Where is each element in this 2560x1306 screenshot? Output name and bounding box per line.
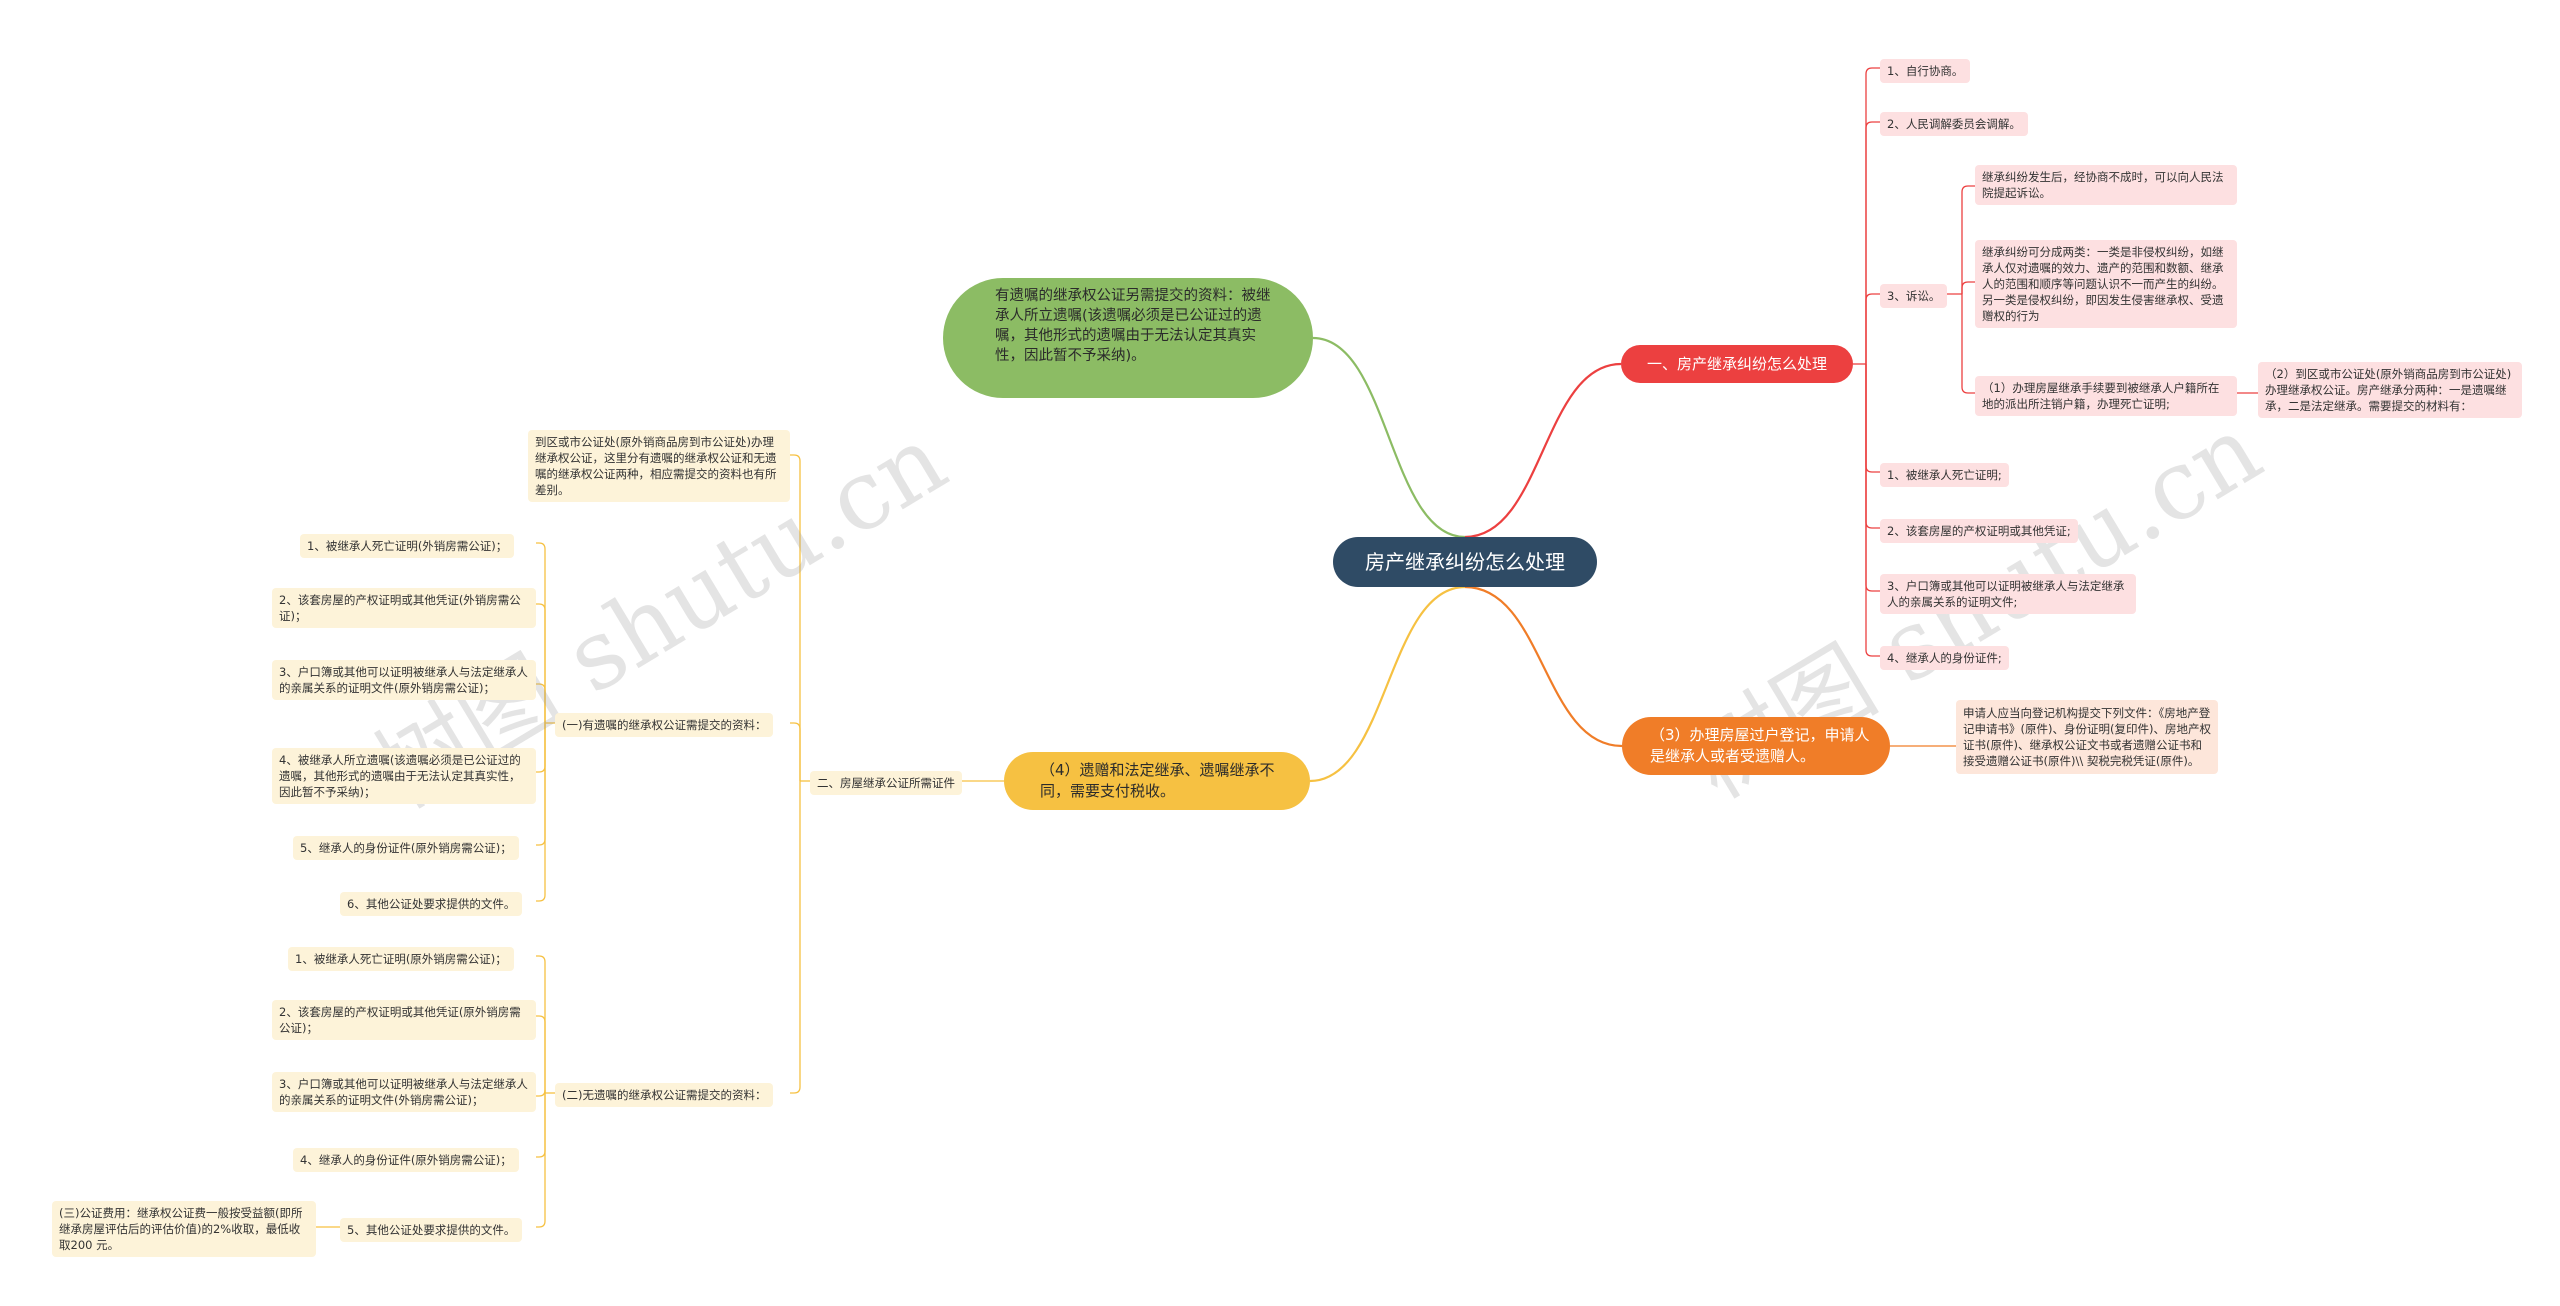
link-red-leaf-6 — [1865, 364, 1880, 657]
link-with-leaf-5 — [536, 723, 546, 902]
with-will-label[interactable]: (一)有遗嘱的继承权公证需提交的资料： — [555, 713, 774, 737]
leaf-property-certificate[interactable]: 2、该套房屋的产权证明或其他凭证; — [1880, 519, 2078, 543]
link-yellow-leaf-0 — [790, 454, 801, 781]
link-yellow-leaf-1 — [790, 722, 801, 781]
link-without-leaf-2 — [536, 1089, 546, 1097]
branch-will-notary-materials[interactable]: 有遗嘱的继承权公证另需提交的资料：被继承人所立遗嘱(该遗嘱必须是已公证过的遗嘱，… — [943, 278, 1313, 398]
without-will-item-2[interactable]: 2、该套房屋的产权证明或其他凭证(原外销房需公证)； — [272, 1000, 536, 1040]
without-will-item-1[interactable]: 1、被继承人死亡证明(原外销房需公证)； — [288, 947, 514, 971]
link-red-leaf-0 — [1865, 67, 1880, 364]
link-without-leaf-3 — [536, 1093, 546, 1158]
link-with-leaf-1 — [536, 603, 546, 723]
link-red-leaf-2 — [1865, 293, 1880, 364]
with-will-item-4[interactable]: 4、被继承人所立遗嘱(该遗嘱必须是已公证过的遗嘱，其他形式的遗嘱由于无法认定其真… — [272, 748, 536, 804]
with-will-item-2[interactable]: 2、该套房屋的产权证明或其他凭证(外销房需公证)； — [272, 588, 536, 628]
branch-bequest-tax[interactable]: （4）遗赠和法定继承、遗嘱继承不同，需要支付税收。 — [1004, 752, 1310, 810]
link-yellow-leaf-2 — [790, 781, 801, 1094]
link-red-leaf-1 — [1865, 121, 1880, 364]
litigation-detail-3[interactable]: （1）办理房屋继承手续要到被继承人户籍所在地的派出所注销户籍，办理死亡证明; — [1975, 376, 2237, 416]
without-will-label[interactable]: (二)无遗嘱的继承权公证需提交的资料： — [555, 1083, 774, 1107]
with-will-item-1[interactable]: 1、被继承人死亡证明(外销房需公证)； — [300, 534, 515, 558]
branch-transfer-registration[interactable]: （3）办理房屋过户登记，申请人是继承人或者受遗赠人。 — [1622, 717, 1890, 775]
link-center-yellow — [1309, 585, 1466, 783]
link-red-leaf-4 — [1865, 364, 1880, 529]
notary-fee-note[interactable]: (三)公证费用：继承权公证费一般按受益额(即所继承房屋评估后的评估价值)的2%收… — [52, 1201, 316, 1257]
without-will-item-5[interactable]: 5、其他公证处要求提供的文件。 — [340, 1218, 523, 1242]
link-with-leaf-3 — [536, 723, 546, 773]
leaf-death-certificate[interactable]: 1、被继承人死亡证明; — [1880, 463, 2009, 487]
with-will-item-6[interactable]: 6、其他公证处要求提供的文件。 — [340, 892, 523, 916]
leaf-mediation[interactable]: 2、人民调解委员会调解。 — [1880, 112, 2028, 136]
branch-dispute-handling[interactable]: 一、房产继承纠纷怎么处理 — [1621, 345, 1853, 383]
leaf-identity-card[interactable]: 4、继承人的身份证件; — [1880, 646, 2009, 670]
link-without-leaf-1 — [536, 1015, 546, 1093]
link-with-leaf-0 — [536, 542, 546, 723]
link-with-leaf-4 — [536, 723, 546, 846]
without-will-item-3[interactable]: 3、户口簿或其他可以证明被继承人与法定继承人的亲属关系的证明文件(外销房需公证)… — [272, 1072, 536, 1112]
leaf-household-register[interactable]: 3、户口簿或其他可以证明被继承人与法定继承人的亲属关系的证明文件; — [1880, 574, 2136, 614]
without-will-item-4[interactable]: 4、继承人的身份证件(原外销房需公证)； — [293, 1148, 519, 1172]
link-lit-leaf-1 — [1961, 281, 1975, 294]
link-red-leaf-3 — [1865, 364, 1880, 473]
link-center-red — [1464, 362, 1622, 539]
registration-documents-note[interactable]: 申请人应当向登记机构提交下列文件：《房地产登记申请书》(原件)、身份证明(复印件… — [1956, 700, 2218, 774]
link-without-leaf-0 — [536, 955, 546, 1093]
leaf-negotiate[interactable]: 1、自行协商。 — [1880, 59, 1971, 83]
notary-intro[interactable]: 到区或市公证处(原外销商品房到市公证处)办理继承权公证，这里分有遗嘱的继承权公证… — [528, 430, 790, 502]
link-lit-leaf-2 — [1961, 294, 1975, 394]
link-lit-leaf-0 — [1961, 185, 1975, 294]
link-without-leaf-4 — [536, 1093, 546, 1228]
link-red-leaf-5 — [1865, 364, 1880, 592]
litigation-detail-1[interactable]: 继承纠纷发生后，经协商不成时，可以向人民法院提起诉讼。 — [1975, 165, 2237, 205]
notary-note[interactable]: （2）到区或市公证处(原外销商品房到市公证处)办理继承权公证。房产继承分两种：一… — [2258, 362, 2522, 418]
with-will-item-3[interactable]: 3、户口簿或其他可以证明被继承人与法定继承人的亲属关系的证明文件(原外销房需公证… — [272, 660, 536, 700]
link-center-orange — [1464, 585, 1623, 748]
link-with-leaf-2 — [536, 683, 546, 723]
notary-documents-heading[interactable]: 二、房屋继承公证所需证件 — [810, 771, 962, 795]
with-will-item-5[interactable]: 5、继承人的身份证件(原外销房需公证)； — [293, 836, 519, 860]
leaf-litigation[interactable]: 3、诉讼。 — [1880, 284, 1948, 308]
litigation-detail-2[interactable]: 继承纠纷可分成两类：一类是非侵权纠纷，如继承人仅对遗嘱的效力、遗产的范围和数额、… — [1975, 240, 2237, 328]
link-center-green — [1312, 336, 1466, 539]
central-topic[interactable]: 房产继承纠纷怎么处理 — [1333, 537, 1597, 587]
